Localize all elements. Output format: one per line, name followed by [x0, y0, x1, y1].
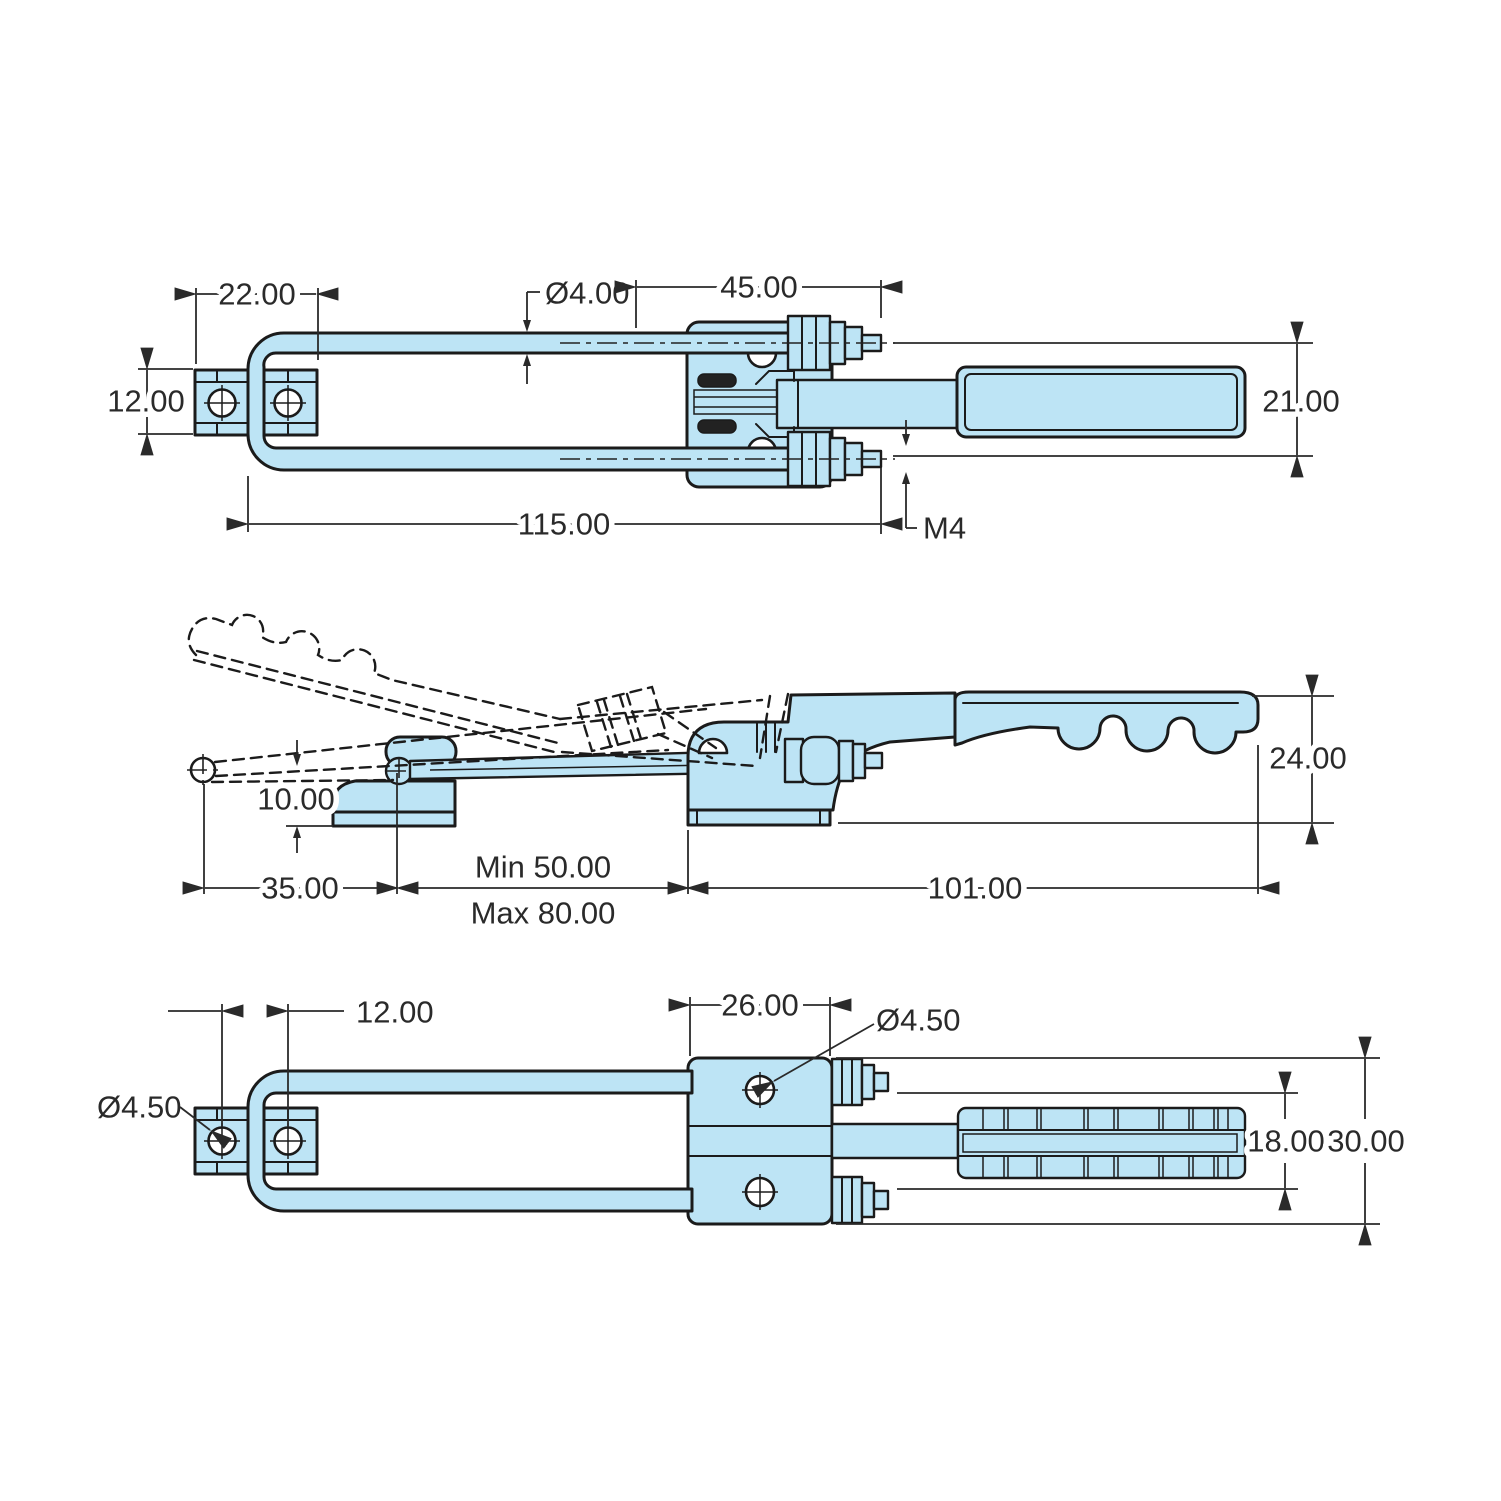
bail-rod — [246, 331, 802, 472]
bottom-view: 12.00 Ø4.50 26.00 Ø4.50 18.00 — [97, 982, 1410, 1246]
handle-grip-bottom — [956, 1106, 1247, 1180]
dim-label: 22.00 — [218, 277, 296, 312]
dim-label: 10.00 — [257, 782, 335, 817]
u-bail-bottom — [193, 1069, 694, 1213]
dim-label: Ø4.00 — [545, 276, 629, 311]
u-bail-top — [193, 331, 802, 472]
side-view: 10.00 35.00 Min 50.00 Max 80.00 101.00 2… — [182, 613, 1352, 931]
dim-hook-offset: 35.00 — [182, 773, 419, 911]
top-view: 22.00 Ø4.00 45.00 12.00 21.00 — [102, 264, 1346, 547]
latch-foot — [331, 779, 457, 814]
dim-hole-spacing: 12.00 — [168, 995, 434, 1126]
dim-label: 45.00 — [720, 270, 798, 305]
handle-grip-side — [953, 690, 1260, 755]
latch-foot-plate — [331, 810, 457, 828]
dim-hole-dia-right: Ø4.50 — [751, 1003, 960, 1098]
dim-hook-height: 10.00 — [252, 740, 340, 853]
dim-label: 35.00 — [261, 871, 339, 906]
nut-assembly-lower-bottom — [830, 1175, 890, 1225]
nut-assembly-upper-bottom — [830, 1057, 890, 1107]
body-slot-upper — [697, 373, 737, 388]
dim-label: 115.00 — [518, 507, 611, 542]
dim-label: 30.00 — [1327, 1124, 1405, 1159]
dim-label: 101.00 — [928, 871, 1023, 906]
dim-body-height: 30.00 — [836, 1036, 1410, 1246]
dim-label: Ø4.50 — [876, 1003, 960, 1038]
dim-rod-diameter: Ø4.00 — [523, 270, 635, 384]
dim-label: Max 80.00 — [471, 896, 616, 931]
lever-arm-bottom — [830, 1122, 960, 1160]
dim-leg-inner-spread: 18.00 — [897, 1071, 1330, 1211]
grip-inner-line — [964, 373, 1238, 431]
dim-label: Ø4.50 — [97, 1090, 181, 1125]
dim-body-width: 26.00 — [668, 982, 852, 1056]
lever-arm-top — [775, 378, 959, 430]
dim-bail-length: 115.00 — [226, 468, 903, 547]
dim-label: 12.00 — [356, 995, 434, 1030]
dim-label: 26.00 — [721, 988, 799, 1023]
dim-reach: Min 50.00 Max 80.00 — [376, 830, 709, 931]
dim-label: 24.00 — [1269, 741, 1347, 776]
dim-overall-height: 24.00 — [838, 674, 1352, 845]
dim-label: M4 — [923, 511, 966, 546]
body-slot-lower — [697, 419, 737, 434]
clevis-chamfer-upper — [755, 370, 795, 385]
dim-thread-length: 45.00 — [614, 264, 903, 328]
dim-label: 12.00 — [107, 384, 185, 419]
dim-bail-spread: 21.00 — [893, 321, 1345, 478]
dim-thread-spec: M4 — [902, 420, 966, 546]
dim-label: 18.00 — [1247, 1124, 1325, 1159]
dim-label: 21.00 — [1262, 384, 1340, 419]
handle-grip-top — [955, 365, 1247, 439]
dim-hole-dia-left: Ø4.50 — [97, 1090, 232, 1149]
bail-rod — [246, 1069, 694, 1213]
base-plate-side — [686, 808, 832, 827]
dim-bracket-width: 22.00 — [174, 271, 339, 364]
dim-label: Min 50.00 — [475, 850, 611, 885]
dim-body-length: 101.00 — [667, 745, 1280, 911]
adjust-nut-side — [783, 735, 884, 786]
grip-ribs — [982, 1109, 1229, 1177]
dim-bracket-height: 12.00 — [102, 347, 193, 456]
